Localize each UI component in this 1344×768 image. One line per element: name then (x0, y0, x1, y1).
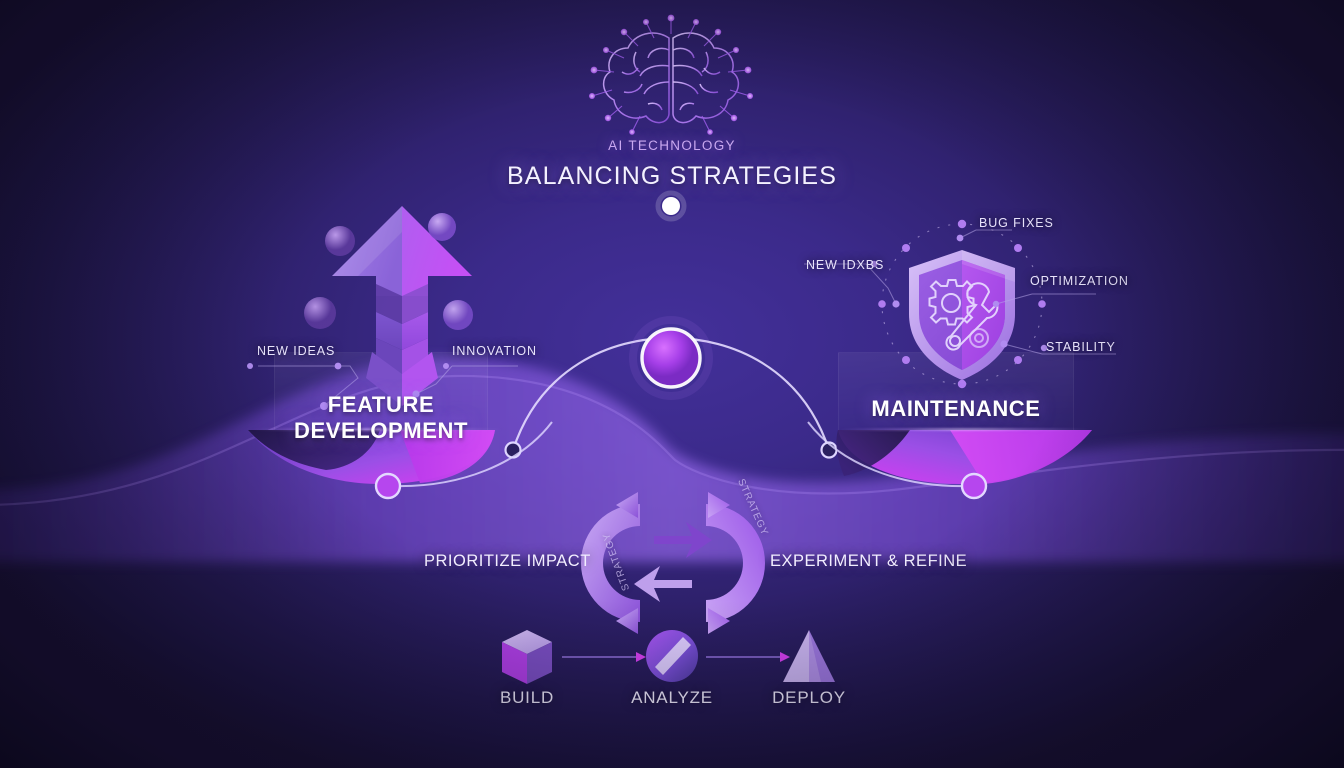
recycle-loop-icon (580, 492, 766, 634)
circle-slash-icon (646, 630, 698, 682)
pipeline-label-analyze: ANALYZE (631, 688, 713, 707)
tag-innovation: INNOVATION (452, 344, 537, 358)
tag-optimization: OPTIMIZATION (1030, 274, 1129, 288)
maintenance-title: MAINTENANCE (838, 396, 1074, 422)
ai-technology-badge-label: AI TECHNOLOGY (608, 138, 736, 153)
arrow-right-icon (562, 652, 646, 662)
flow-curve-right (807, 421, 988, 500)
pyramid-icon (783, 630, 835, 682)
cycle-label-prioritize-impact: PRIORITIZE IMPACT (424, 552, 591, 570)
tag-new-idxbs: NEW IDXBS (806, 258, 885, 272)
pointer-node-icon (662, 197, 680, 215)
pipeline-label-deploy: DEPLOY (772, 688, 846, 707)
feature-development-title-line1: FEATURE (327, 392, 435, 417)
tag-new-ideas: NEW IDEAS (257, 344, 336, 358)
brain-network-icon (589, 14, 753, 135)
tag-bug-fixes: BUG FIXES (979, 216, 1054, 230)
pipeline-label-build: BUILD (499, 688, 555, 707)
maintenance-title-line1: MAINTENANCE (871, 396, 1041, 421)
cycle-label-experiment-refine: EXPERIMENT & REFINE (770, 552, 968, 570)
tag-stability: STABILITY (1046, 340, 1116, 354)
floating-particles-left (304, 213, 473, 330)
flow-curve-left (374, 421, 553, 500)
cube-icon (502, 630, 552, 684)
page-title: BALANCING STRATEGIES (507, 162, 837, 190)
